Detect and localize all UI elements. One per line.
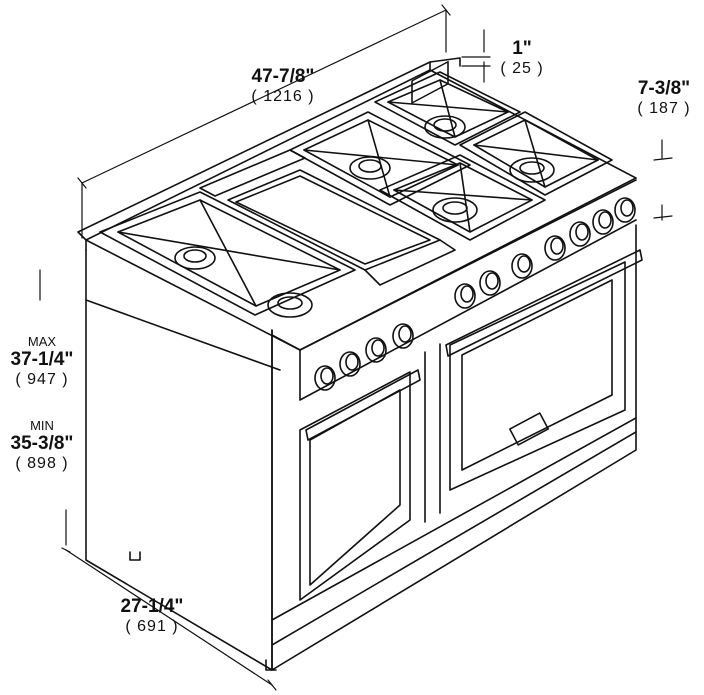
width-metric: ( 1216 ) xyxy=(251,88,315,105)
knob-3 xyxy=(365,337,387,363)
max-height-tag: MAX xyxy=(27,334,57,349)
grate-front-left xyxy=(99,191,356,316)
grate-back-left xyxy=(374,71,521,146)
side-height-imperial: 7-3/8" xyxy=(637,78,691,99)
burners xyxy=(174,115,555,318)
burner-grates xyxy=(99,71,613,316)
knob-1 xyxy=(314,365,336,391)
backguard-metric: ( 25 ) xyxy=(500,60,544,77)
burner-2 xyxy=(267,292,313,318)
depth-metric: ( 691 ) xyxy=(125,618,179,635)
burner-5 xyxy=(424,115,466,139)
range-body xyxy=(77,57,643,671)
backguard-dimension: 1" ( 25 ) xyxy=(492,38,552,78)
knob-2 xyxy=(339,351,361,377)
width-dimension: 47-7/8" ( 1216 ) xyxy=(218,66,348,106)
max-height-dimension: MAX 37-1/4" ( 947 ) xyxy=(0,334,84,389)
min-height-tag: MIN xyxy=(30,418,54,433)
knob-7 xyxy=(511,253,533,279)
side-height-dimension: 7-3/8" ( 187 ) xyxy=(626,78,702,118)
depth-imperial: 27-1/4" xyxy=(120,596,184,617)
min-height-dimension: MIN 35-3/8" ( 898 ) xyxy=(0,418,84,473)
knob-10 xyxy=(592,209,614,235)
max-height-metric: ( 947 ) xyxy=(15,371,69,388)
min-height-imperial: 35-3/8" xyxy=(10,433,74,454)
backguard-imperial: 1" xyxy=(512,38,532,59)
burner-4 xyxy=(432,197,478,223)
grate-mid-right xyxy=(379,154,546,241)
burner-6 xyxy=(509,157,555,183)
control-knobs xyxy=(314,197,636,391)
knob-6 xyxy=(479,270,501,296)
knob-5 xyxy=(454,283,476,309)
depth-dimension: 27-1/4" ( 691 ) xyxy=(92,596,212,636)
width-imperial: 47-7/8" xyxy=(251,66,315,87)
side-height-metric: ( 187 ) xyxy=(637,100,691,117)
max-height-imperial: 37-1/4" xyxy=(10,349,74,370)
knob-11 xyxy=(614,197,636,223)
min-height-metric: ( 898 ) xyxy=(15,455,69,472)
burner-1 xyxy=(174,246,216,270)
dimension-lines xyxy=(39,4,673,691)
knob-9 xyxy=(569,221,591,247)
oven-badge xyxy=(508,412,550,446)
burner-3 xyxy=(349,156,391,180)
knob-8 xyxy=(544,235,566,261)
knob-4 xyxy=(392,323,414,349)
